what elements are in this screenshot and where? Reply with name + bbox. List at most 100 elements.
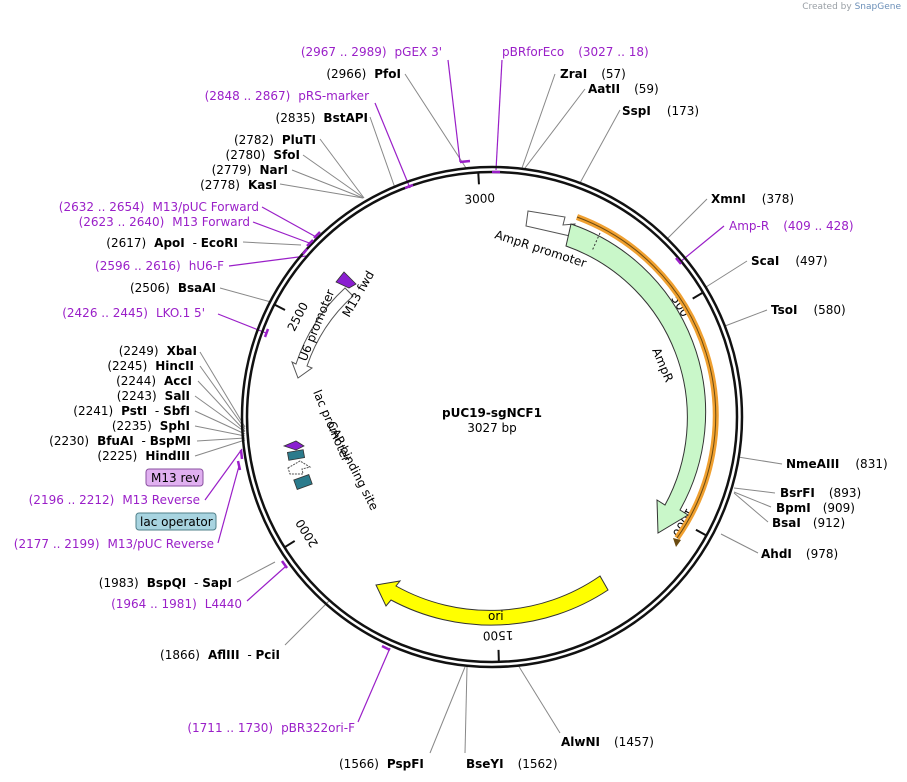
enzyme-sphi: (2235)SphI xyxy=(112,419,190,433)
enzyme-bsrfi: BsrFI(893) xyxy=(780,486,861,500)
primer-connector-pbrforeco xyxy=(495,59,503,171)
primer-connector-prs-marker xyxy=(374,102,411,189)
tick-2500 xyxy=(273,303,286,311)
feature-label-ori: ori xyxy=(488,609,504,623)
feature-label-cap-site: CAP binding site xyxy=(324,419,381,513)
connector-apoi xyxy=(242,241,302,246)
connector-pluti xyxy=(319,138,365,199)
primer-m13puc-reverse: (2177 .. 2199)M13/pUC Reverse xyxy=(14,537,214,551)
enzyme-bseyi: BseYI(1562) xyxy=(466,757,558,771)
primer-hu6f: (2596 .. 2616)hU6-F xyxy=(95,259,224,273)
primer-pbr322ori-f: (1711 .. 1730)pBR322ori-F xyxy=(187,721,355,735)
connector-tsoi xyxy=(724,309,768,327)
enzyme-labels-left: (2966)PfoI (2835)BstAPI (2782)PluTI (278… xyxy=(49,67,401,662)
tick-2000 xyxy=(284,540,296,549)
ring-mark-lko xyxy=(263,328,270,338)
connector-hindiii xyxy=(194,439,246,457)
connector-psti xyxy=(194,410,246,435)
primer-labels: (2967 .. 2989)pGEX 3' pBRforEco(3027 .. … xyxy=(14,45,854,735)
enzyme-tsoi: TsoI(580) xyxy=(771,303,846,317)
connector-alwni xyxy=(517,664,561,734)
tick-label-1500: 1500 xyxy=(483,628,514,643)
enzyme-nari: (2779)NarI xyxy=(212,163,288,177)
tick-1000 xyxy=(695,528,707,537)
primer-connector-amp-r xyxy=(679,225,725,263)
primer-m13-reverse: (2196 .. 2212)M13 Reverse xyxy=(29,493,200,507)
tick-label-2000: 2000 xyxy=(293,517,321,550)
primer-lko15: (2426 .. 2445)LKO.1 5' xyxy=(62,306,205,320)
primer-connector-pbr322ori xyxy=(357,647,391,723)
primer-ring-marks xyxy=(236,159,682,652)
enzyme-aatii: AatII(59) xyxy=(588,82,659,96)
primer-amp-r: Amp-R(409 .. 428) xyxy=(729,219,854,233)
connector-lines xyxy=(194,73,783,754)
backbone-outer-ring xyxy=(240,165,744,669)
ring-mark-pgex3 xyxy=(459,159,471,164)
enzyme-bspqi-sapi: (1983)BspQI - SapI xyxy=(99,576,232,590)
connector-bpmi xyxy=(733,491,772,508)
lac-operator-box xyxy=(135,512,217,531)
connector-xmni xyxy=(667,198,708,239)
snapgene-credit: Created by SnapGene xyxy=(802,2,901,12)
connector-afliii xyxy=(284,599,331,646)
enzyme-pfoi: (2966)PfoI xyxy=(326,67,401,81)
ori-arrow xyxy=(375,575,609,626)
cap-binding-site-glyph xyxy=(293,474,313,490)
credit-brand: SnapGene xyxy=(854,2,901,12)
connector-bstapi xyxy=(369,116,396,189)
enzyme-sali: (2243)SalI xyxy=(117,389,190,403)
primer-connector-pgex3 xyxy=(447,59,461,163)
enzyme-apoi-ecori: (2617)ApoI - EcoRI xyxy=(106,236,238,250)
primer-connector-m13puc-forward xyxy=(261,206,319,239)
primer-l4440: (1964 .. 1981)L4440 xyxy=(111,597,242,611)
connector-nmeaiii xyxy=(737,456,783,465)
lac-operator-box-label: lac operator xyxy=(140,515,213,529)
enzyme-bfuai-bspmi: (2230)BfuAI - BspMI xyxy=(49,434,191,448)
connector-ahdi xyxy=(720,533,759,554)
connector-xbai xyxy=(199,351,246,428)
primer-m13-forward: (2623 .. 2640)M13 Forward xyxy=(79,215,250,229)
tick-3000 xyxy=(477,172,480,185)
enzyme-pluti: (2782)PluTI xyxy=(234,133,316,147)
enzyme-labels-bottom: (1566)PspFI BseYI(1562) xyxy=(339,757,558,771)
connector-bsrfi xyxy=(733,487,776,494)
amp-r-primer-arrowhead xyxy=(673,538,681,547)
primer-prs-marker: (2848 .. 2867)pRS-marker xyxy=(205,89,369,103)
enzyme-hincii: (2245)HincII xyxy=(107,359,194,373)
ring-mark-m13puc-rev xyxy=(236,460,242,471)
ring-mark-hu6f xyxy=(302,248,308,255)
enzyme-pspfi: (1566)PspFI xyxy=(339,757,424,771)
connector-bsai xyxy=(733,492,769,523)
tick-500 xyxy=(692,291,704,300)
connector-zrai xyxy=(521,73,556,169)
connector-bsaai xyxy=(219,287,272,303)
enzyme-xbai: (2249)XbaI xyxy=(119,344,197,358)
m13-rev-box-label: M13 rev xyxy=(151,471,200,485)
ring-mark-pbr322 xyxy=(381,644,391,652)
ring-mark-m13-fwd xyxy=(306,239,314,247)
enzyme-labels-right: ZraI(57) AatII(59) SspI(173) XmnI(378) S… xyxy=(560,67,888,749)
enzyme-sfoi: (2780)SfoI xyxy=(226,148,300,162)
primer-connector-l4440 xyxy=(246,566,286,602)
connector-nari xyxy=(291,169,364,199)
primer-m13puc-forward: (2632 .. 2654)M13/pUC Forward xyxy=(59,200,259,214)
primer-pbrforeco: pBRforEco(3027 .. 18) xyxy=(502,45,649,59)
connector-acci xyxy=(197,380,246,432)
enzyme-bsai: BsaI(912) xyxy=(772,516,845,530)
ring-mark-m13puc-fwd xyxy=(313,231,321,239)
connector-bfuai xyxy=(196,437,246,442)
enzyme-psti-sbfi: (2241)PstI - SbfI xyxy=(73,404,190,418)
u6-promoter-arrow xyxy=(291,287,354,379)
connector-bseyi xyxy=(464,666,468,754)
ampr-arrow xyxy=(565,223,707,534)
enzyme-kasi: (2778)KasI xyxy=(200,178,277,192)
feature-label-ampr: AmpR xyxy=(649,346,676,384)
enzyme-zrai: ZraI(57) xyxy=(560,67,626,81)
enzyme-bpmi: BpmI(909) xyxy=(776,501,855,515)
m13-rev-box xyxy=(145,468,204,487)
primer-connector-m13-reverse xyxy=(204,448,243,501)
enzyme-xmni: XmnI(378) xyxy=(711,192,794,206)
connector-sspi xyxy=(579,109,621,184)
enzyme-alwni: AlwNI(1457) xyxy=(561,735,654,749)
